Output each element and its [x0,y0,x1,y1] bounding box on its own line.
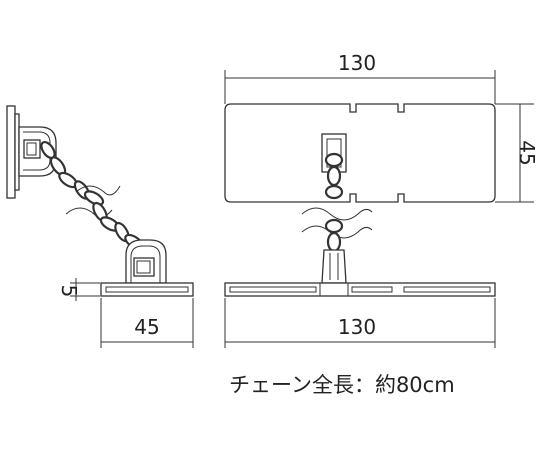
top-view: 130 45 [224,51,539,284]
chain-length-caption: チェーン全長：約80cm [229,373,455,397]
dimension-bottom-width: 130 [338,315,376,339]
left-side-view: 5 45 [6,105,194,348]
front-view: 130 [224,282,496,348]
dimension-side-height: 45 [515,140,539,165]
dimension-left-width: 45 [134,315,159,339]
chain-icon [40,140,144,251]
chain-icon [301,133,373,284]
dimension-left-thickness: 5 [57,285,81,298]
dimension-top-width: 130 [338,51,376,75]
